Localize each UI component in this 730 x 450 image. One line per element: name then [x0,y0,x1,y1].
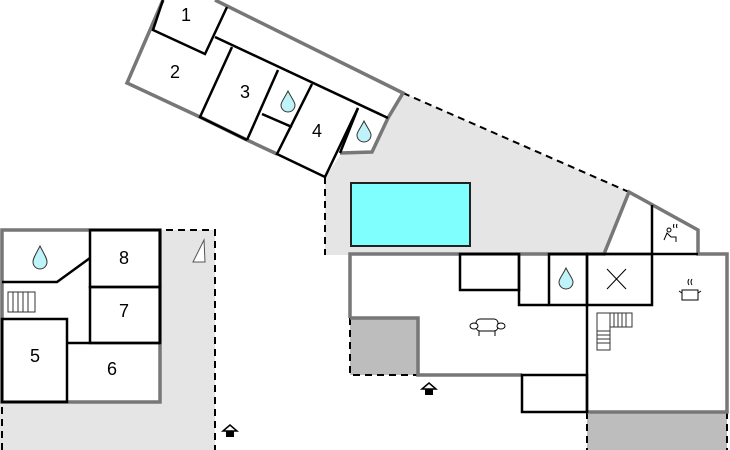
room-label: 6 [107,359,117,379]
stairs-icon [596,312,633,351]
covered-area [350,318,418,375]
room-label: 1 [181,5,191,25]
top-building [127,0,403,177]
room-label: 8 [119,248,129,268]
main-building [350,192,727,412]
left-building [2,230,160,402]
bathroom-drop-icon [558,266,574,290]
top-building-walls [151,0,389,179]
entrance-icon [220,424,240,437]
stairs-icon [7,291,36,313]
room-label: 7 [119,301,129,321]
swimming-pool [350,182,471,247]
bathroom-drop-icon [356,119,372,143]
north-arrow-icon [192,238,206,263]
bathroom-drop-icon [280,89,296,113]
room-label: 4 [312,121,322,141]
fireplace-x-icon [606,268,627,290]
left-building-walls [0,228,162,404]
sauna-icon [663,223,678,242]
room-label: 5 [30,346,40,366]
bathroom-drop-icon [32,244,48,270]
kitchen-pot-icon [678,278,702,301]
sofa-icon [469,318,506,336]
main-building-walls [458,205,698,414]
covered-area [587,412,727,450]
room-label: 3 [240,82,250,102]
room-label: 2 [170,62,180,82]
entrance-icon [419,382,439,395]
